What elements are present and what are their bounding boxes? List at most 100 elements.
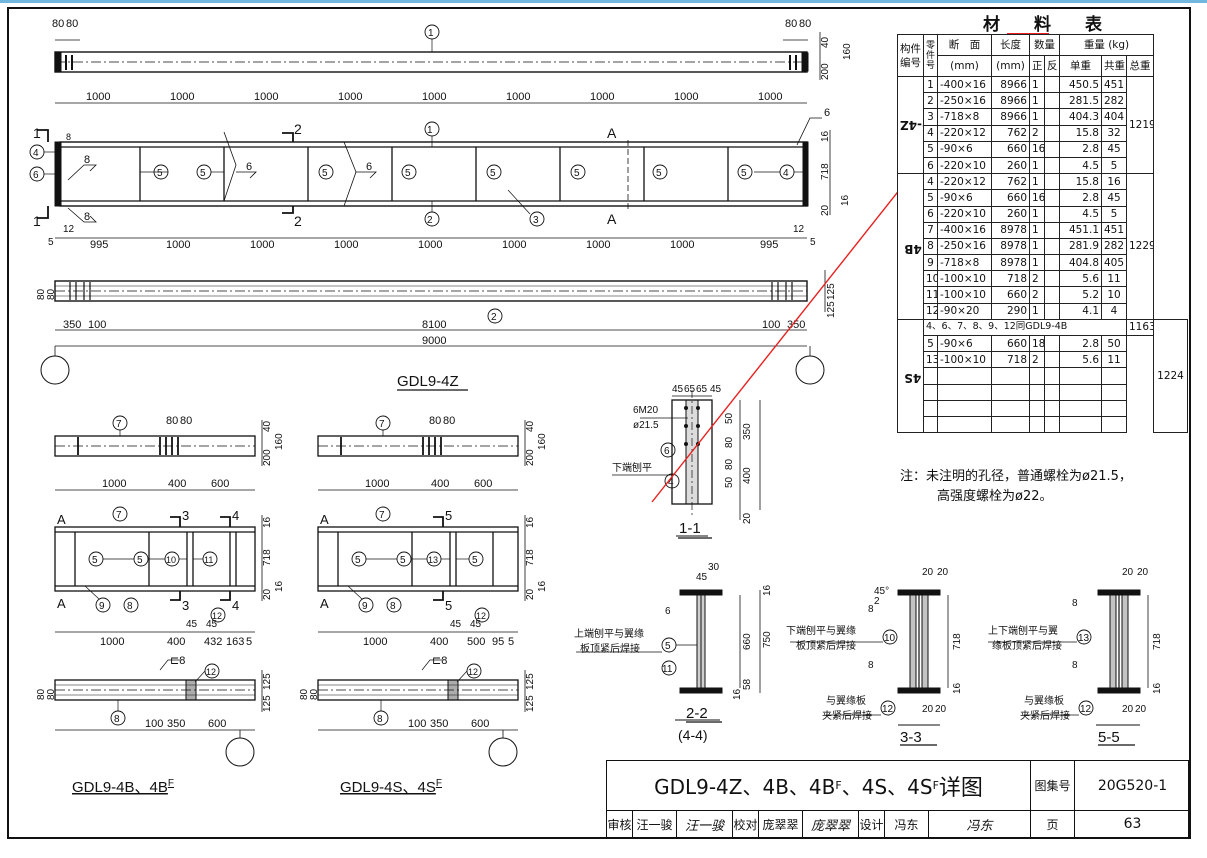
md-dim-600: 600 [474,478,492,490]
s11-note: 下端刨平 [612,461,652,474]
sum-weight: 45 [1101,189,1127,207]
s33-dim-2: 2 [874,596,880,607]
top-spacing-dim: 1000 [590,91,614,103]
ld-part-5-b: 5 [137,555,143,566]
qty-neg [1044,92,1060,110]
part-3-label-web: 3 [533,215,539,226]
md-bot-400: 400 [430,636,448,648]
section: -220×10 [937,156,992,175]
dim-end-5-left: 5 [48,237,54,248]
ld-part-5-a: 5 [92,555,98,566]
ld-right-16-b: 16 [274,580,285,592]
md-right-16-b: 16 [537,580,548,592]
part-2-label-web: 2 [427,215,433,226]
dim-bot-100-left: 100 [88,319,106,331]
s22-title: 2-2 [686,705,708,722]
s33-dim-20-c: 20 [922,704,934,715]
group-name-cell: GDL9-4B、4BF [897,173,924,320]
ld-end-125-b: 125 [262,695,273,712]
part-no: 4 [923,124,938,142]
note-line-1: 注：未注明的孔径，普通螺栓为ø21.5， [900,468,1132,484]
table-header-row-2: (mm) (mm) 正 反 单重 共重 总重 [898,55,1188,77]
part-5-label-f: 5 [574,168,580,179]
unit-weight: 450.5 [1059,75,1102,94]
group-name: GDL9-4B、4B [904,242,922,257]
qty-pos: 1 [1029,108,1045,126]
ld-dim-1000: 1000 [102,478,126,490]
weld-6-a: 6 [246,161,252,173]
md-end-125-a: 125 [525,673,536,690]
left-detail [54,415,263,767]
blank-cell [1044,383,1060,401]
mid-detail-labels: 80 80 7 1000 400 600 A 5 A 5 7 5 5 13 5 … [299,415,548,796]
ld-bot-5: 5 [246,636,252,648]
s11-top-65-a: 65 [684,384,696,395]
blank-cell [1059,367,1102,385]
blank-cell [1044,399,1060,417]
ld-section-4-bot: 4 [232,598,239,613]
section: -100×10 [937,286,992,304]
part-4-label-right: 4 [783,168,789,179]
ld-right-40: 40 [262,420,273,432]
ld-bot2-100: 100 [145,718,163,730]
group-name: GDL9-4Z [900,118,923,133]
s22-part-6: 6 [665,606,671,617]
md-c8: ⊏8 [432,655,447,667]
md-end-125-b: 125 [525,695,536,712]
s55-part-13: 13 [1078,633,1090,644]
left-detail-labels: 80 80 7 1000 400 600 A 3 4 A 3 4 7 5 5 1… [36,415,285,796]
page-number: 63 [1123,816,1142,832]
section-5-5-labels: 20 20 718 16 20 20 上下端刨平与翼 缘板顶紧后焊接 与翼缘板 … [988,567,1163,746]
unit-weight: 4.5 [1059,205,1102,223]
ld-section-3-bot: 3 [182,598,189,613]
s33-weld-8-a: 8 [868,604,874,615]
blank-cell [1101,367,1127,385]
md-right-20: 20 [525,588,536,600]
ld-bot2-350: 350 [167,718,185,730]
blank-cell [1101,415,1127,434]
length: 660 [991,140,1030,158]
s22-part-11: 11 [662,664,673,675]
s11-dim-80-b: 80 [724,458,735,470]
main-elevation [29,24,831,385]
section: -718×8 [937,254,992,272]
review-label: 审核 [607,811,633,837]
part-no: 10 [923,270,938,288]
part-no: 7 [923,221,938,239]
dim-right-718: 718 [820,163,831,180]
reviewer-signature: 汪一骏 [677,811,733,837]
qty-neg [1044,334,1060,353]
ld-part-10: 10 [166,555,176,565]
sum-weight: 50 [1101,334,1127,353]
sum-weight: 32 [1101,124,1127,142]
part-no: 3 [923,108,938,126]
checker-name: 庞翠翠 [759,811,803,837]
length: 8978 [991,221,1030,239]
qty-neg [1044,124,1060,142]
mid-spacing-dim: 1000 [670,239,694,251]
blank-cell [1029,415,1045,434]
blank-cell [991,415,1030,434]
qty-neg [1044,254,1060,272]
s55-weld-8-b: 8 [1072,660,1078,671]
s33-dim-20-b: 20 [937,567,949,578]
ld-bot-432: 432 [204,636,222,648]
design-label: 设计 [859,811,885,837]
part-no: 6 [923,156,938,175]
section: -400×16 [937,75,992,94]
sum-weight: 16 [1101,173,1127,191]
md-part-8: 8 [390,601,396,612]
qty-pos: 1 [1029,75,1045,94]
mid-spacing-dim: 1000 [418,239,442,251]
hdr-section: 断 面 [937,34,992,56]
section: -90×6 [937,140,992,158]
section: -220×12 [937,173,992,191]
ld-side-45-a: 45 [186,619,198,630]
md-part-7-top: 7 [379,419,385,430]
length: 660 [991,286,1030,304]
dim-top-right-2: 80 [799,18,811,30]
